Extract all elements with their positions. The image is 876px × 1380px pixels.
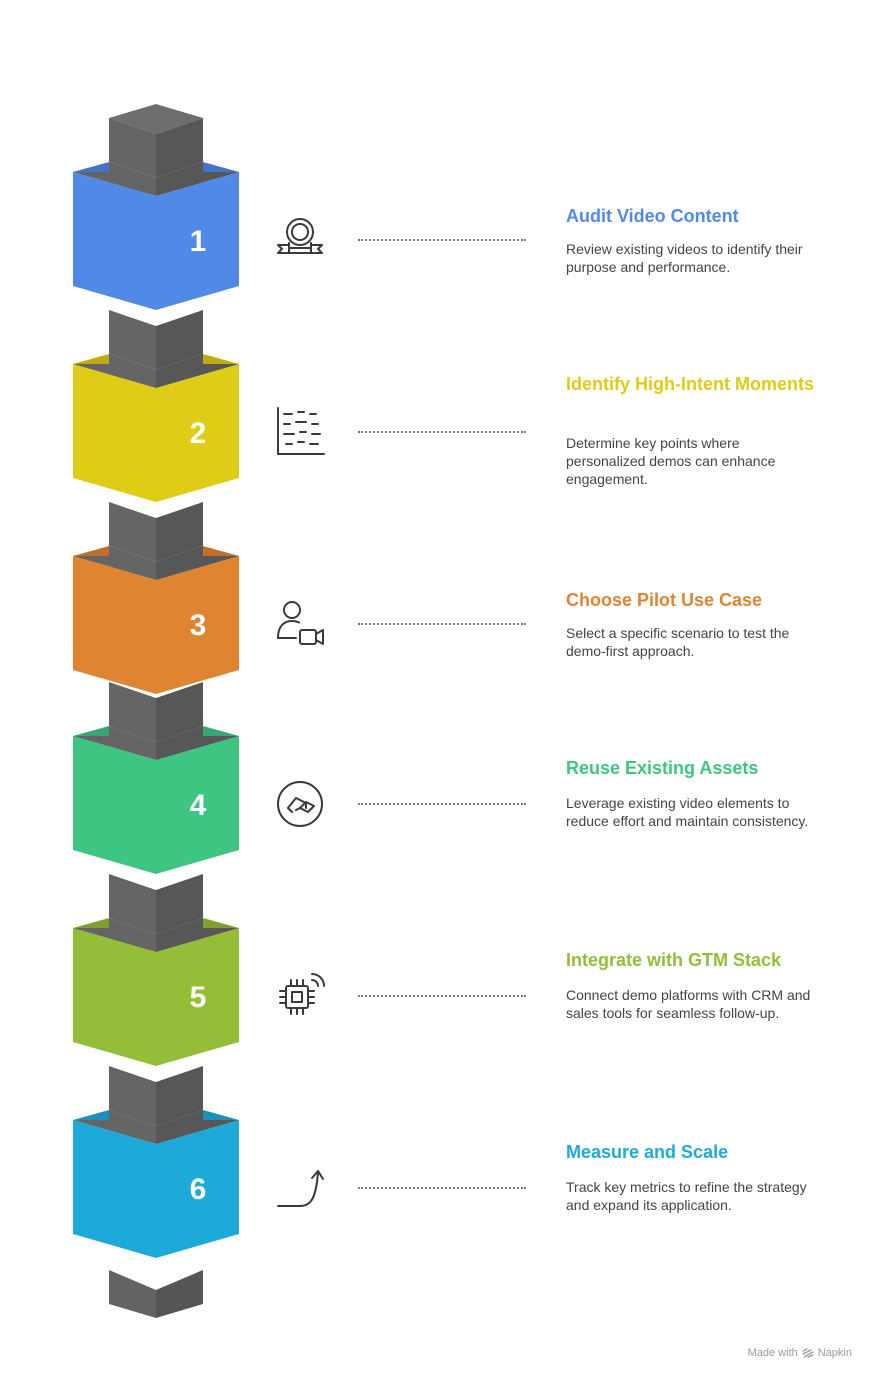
step-title: Audit Video Content [566,206,739,226]
connector-dots [358,623,526,625]
core-side-left [73,162,156,196]
scatter-chart-icon [270,402,330,462]
step-description: Select a specific scenario to test the d… [566,625,790,659]
connector-dots [358,431,526,433]
core-side-right [156,118,203,178]
connector-dots [358,803,526,805]
core-side-left [73,918,156,952]
block-rim-left [73,726,109,736]
core-side-left [109,1066,156,1126]
block-face-right [156,364,239,502]
step-title: Choose Pilot Use Case [566,590,763,610]
step-description: Leverage existing video elements to redu… [566,795,809,829]
core-side-left [109,682,156,742]
step-number: 5 [190,981,207,1014]
block-face-left [73,364,156,502]
step-description: Determine key points where personalized … [566,435,776,487]
step-number: 2 [190,417,207,450]
core-side-right [156,918,239,952]
block-rim-left [73,162,109,172]
block-face-right [156,172,239,310]
block-face-left [73,736,156,874]
step-title: Reuse Existing Assets [566,758,759,778]
block-face-right [156,928,239,1066]
connector-dots [358,1187,526,1189]
step-title: Measure and Scale [566,1142,729,1162]
core-side-left [73,546,156,580]
block-face-left [73,556,156,694]
step-title: Integrate with GTM Stack [566,950,782,970]
block-face-left [73,1120,156,1258]
core-side-left [109,502,156,562]
block-face-right [156,556,239,694]
block-rim-left [73,1110,109,1120]
step-description: Connect demo platforms with CRM and sale… [566,987,811,1021]
recycle-assets-icon [270,774,330,834]
award-icon [270,210,330,270]
core-side-left [73,1110,156,1144]
core-side-right [156,682,203,742]
core-side-left [109,1270,156,1318]
block-rim-left [73,546,109,556]
step-number: 6 [190,1173,207,1206]
block-face-left [73,928,156,1066]
growth-arrow-icon [270,1158,330,1218]
block-face-right [156,1120,239,1258]
credit-prefix: Made with [747,1347,798,1359]
block-rim-right [203,546,239,556]
block-face-right [156,736,239,874]
core-side-left [73,726,156,760]
core-side-right [156,310,203,370]
block-rim-right [203,726,239,736]
core-side-right [156,502,203,562]
connector-dots [358,239,526,241]
block-rim-left [73,918,109,928]
chip-wireless-icon [270,966,330,1026]
core-side-right [156,354,239,388]
core-side-right [156,1270,203,1318]
napkin-logo-icon [802,1348,814,1358]
step-description: Review existing videos to identify their… [566,241,803,275]
credit-brand: Napkin [817,1347,852,1359]
step-number: 1 [190,225,207,258]
made-with-credit: Made with Napkin [748,1347,852,1359]
core-side-right [156,726,239,760]
block-rim-right [203,918,239,928]
block-rim-right [203,354,239,364]
core-side-right [156,874,203,934]
block-rim-left [73,354,109,364]
step-number: 4 [190,789,207,822]
block-face-left [73,172,156,310]
core-top [109,104,203,134]
step-title: Identify High-Intent Moments [566,374,814,394]
step-number: 3 [190,609,207,642]
core-side-left [73,354,156,388]
core-side-right [156,1110,239,1144]
block-rim-right [203,162,239,172]
core-side-left [109,310,156,370]
core-side-right [156,546,239,580]
step-description: Track key metrics to refine the strategy… [566,1179,807,1213]
block-rim-right [203,1110,239,1120]
connector-dots [358,995,526,997]
core-side-left [109,874,156,934]
core-side-left [109,118,156,178]
user-video-icon [270,594,330,654]
core-side-right [156,162,239,196]
core-side-right [156,1066,203,1126]
